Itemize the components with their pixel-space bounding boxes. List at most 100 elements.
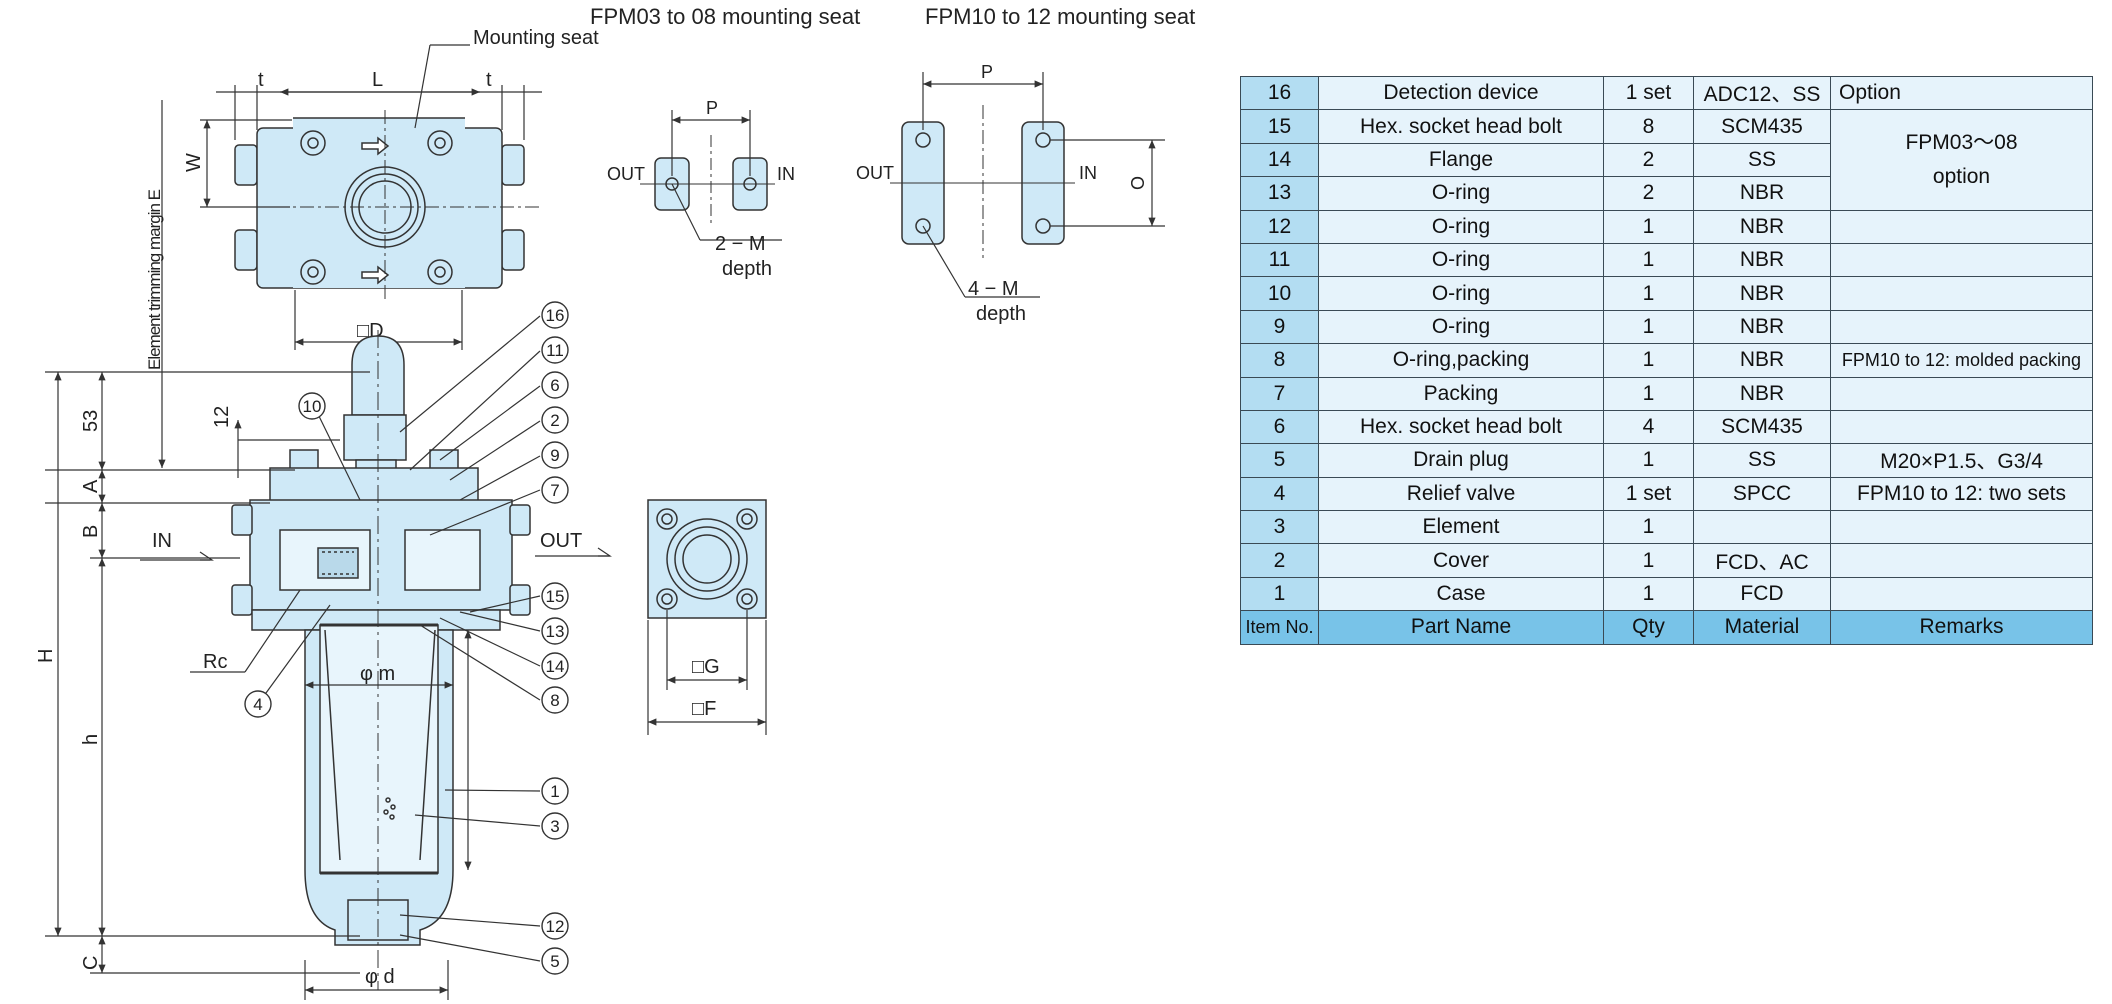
seat-small-dims bbox=[671, 110, 782, 241]
part-name: Detection device bbox=[1318, 75, 1604, 111]
qty: 4 bbox=[1603, 409, 1694, 445]
dim-t-right: t bbox=[486, 69, 492, 91]
part-name: Drain plug bbox=[1318, 443, 1604, 478]
seat-large-in: IN bbox=[1079, 163, 1097, 183]
item-no: 7 bbox=[1240, 376, 1319, 411]
item-no: 3 bbox=[1240, 510, 1319, 545]
material: NBR bbox=[1693, 343, 1831, 378]
table-row: 8 O-ring,packing 1 NBR FPM10 to 12: mold… bbox=[1240, 343, 2093, 378]
dim-53: 53 bbox=[80, 410, 102, 432]
remarks bbox=[1830, 409, 2093, 445]
item-no: 12 bbox=[1240, 209, 1319, 244]
inlet-label: IN bbox=[152, 530, 172, 552]
material: NBR bbox=[1693, 209, 1831, 244]
table-row: 7 Packing 1 NBR bbox=[1240, 376, 2093, 411]
qty: 2 bbox=[1603, 142, 1694, 178]
remarks-merged: FPM03～08 option bbox=[1830, 109, 2093, 211]
callout-12: 12 bbox=[546, 917, 565, 936]
dim-phi-d: φ d bbox=[365, 966, 395, 988]
seat-large-dims bbox=[922, 72, 1165, 298]
header-part-name: Part Name bbox=[1318, 610, 1604, 645]
item-no: 2 bbox=[1240, 543, 1319, 578]
remarks bbox=[1830, 510, 2093, 545]
table-row: 1 Case 1 FCD bbox=[1240, 576, 2093, 612]
callout-9: 9 bbox=[550, 446, 559, 465]
part-name: Case bbox=[1318, 576, 1604, 612]
remarks: FPM10 to 12: two sets bbox=[1830, 476, 2093, 512]
remarks: M20×P1.5、G3/4 bbox=[1830, 443, 2093, 478]
item-no: 15 bbox=[1240, 109, 1319, 144]
qty: 1 set bbox=[1603, 476, 1694, 512]
item-no: 8 bbox=[1240, 343, 1319, 378]
part-name: O-ring bbox=[1318, 309, 1604, 345]
qty: 1 bbox=[1603, 343, 1694, 378]
table-row: 6 Hex. socket head bolt 4 SCM435 bbox=[1240, 409, 2093, 445]
qty: 1 bbox=[1603, 242, 1694, 278]
part-name: Packing bbox=[1318, 376, 1604, 411]
material: SS bbox=[1693, 443, 1831, 478]
qty: 1 bbox=[1603, 510, 1694, 545]
remarks-merged-line1: FPM03～08 bbox=[1905, 130, 2018, 154]
table-row: 12 O-ring 1 NBR bbox=[1240, 209, 2093, 244]
remarks-merged-line2: option bbox=[1932, 164, 1991, 188]
dim-L: L bbox=[372, 69, 383, 91]
side-view-dimensions bbox=[45, 100, 612, 1000]
material: SS bbox=[1693, 142, 1831, 178]
material: NBR bbox=[1693, 376, 1831, 411]
top-view-dimensions bbox=[200, 44, 542, 350]
seat-small-title: FPM03 to 08 mounting seat bbox=[590, 4, 860, 29]
seat-large-screw: 4 − M bbox=[968, 278, 1019, 300]
parts-table: 16 Detection device 1 set ADC12、SS Optio… bbox=[1240, 75, 2093, 645]
qty: 8 bbox=[1603, 109, 1694, 144]
dim-12: 12 bbox=[211, 406, 233, 428]
item-no: 10 bbox=[1240, 276, 1319, 311]
part-name: Cover bbox=[1318, 543, 1604, 578]
seat-small bbox=[640, 135, 775, 225]
table-row: 4 Relief valve 1 set SPCC FPM10 to 12: t… bbox=[1240, 476, 2093, 512]
qty: 1 bbox=[1603, 209, 1694, 244]
remarks: FPM10 to 12: molded packing bbox=[1830, 343, 2093, 378]
header-remarks: Remarks bbox=[1830, 610, 2093, 645]
seat-small-out: OUT bbox=[607, 164, 645, 184]
callout-2: 2 bbox=[550, 411, 559, 430]
seat-small-P: P bbox=[706, 98, 718, 118]
item-no: 1 bbox=[1240, 576, 1319, 612]
qty: 1 bbox=[1603, 576, 1694, 612]
remarks bbox=[1830, 209, 2093, 244]
part-name: O-ring bbox=[1318, 242, 1604, 278]
material: SCM435 bbox=[1693, 409, 1831, 445]
part-name: Flange bbox=[1318, 142, 1604, 178]
header-qty: Qty bbox=[1603, 610, 1694, 645]
qty: 1 set bbox=[1603, 75, 1694, 111]
material: SPCC bbox=[1693, 476, 1831, 512]
item-no: 6 bbox=[1240, 409, 1319, 445]
qty: 1 bbox=[1603, 543, 1694, 578]
part-name: O-ring bbox=[1318, 176, 1604, 211]
table-row: 10 O-ring 1 NBR bbox=[1240, 276, 2093, 311]
item-no: 16 bbox=[1240, 75, 1319, 111]
technical-drawing: FPM03 to 08 mounting seat FPM10 to 12 mo… bbox=[35, 4, 1195, 1000]
dim-W: W bbox=[183, 153, 205, 172]
part-name: Hex. socket head bolt bbox=[1318, 109, 1604, 144]
part-name: Hex. socket head bolt bbox=[1318, 409, 1604, 445]
table-row: 2 Cover 1 FCD、AC bbox=[1240, 543, 2093, 578]
table-row: 5 Drain plug 1 SS M20×P1.5、G3/4 bbox=[1240, 443, 2093, 478]
table-row: 9 O-ring 1 NBR bbox=[1240, 309, 2093, 345]
material: SCM435 bbox=[1693, 109, 1831, 144]
element-margin-label: Element trimming margin E bbox=[145, 189, 164, 370]
item-no: 9 bbox=[1240, 309, 1319, 345]
table-header-row: Item No. Part Name Qty Material Remarks bbox=[1240, 610, 2093, 645]
callout-14: 14 bbox=[546, 657, 565, 676]
header-item-no: Item No. bbox=[1240, 610, 1319, 645]
seat-large-title: FPM10 to 12 mounting seat bbox=[925, 4, 1195, 29]
dim-A: A bbox=[80, 479, 102, 493]
item-no: 11 bbox=[1240, 242, 1319, 278]
seat-large bbox=[890, 105, 1075, 258]
qty: 1 bbox=[1603, 309, 1694, 345]
remarks bbox=[1830, 376, 2093, 411]
part-name: Element bbox=[1318, 510, 1604, 545]
seat-large-P: P bbox=[981, 62, 993, 82]
header-material: Material bbox=[1693, 610, 1831, 645]
table-row: 16 Detection device 1 set ADC12、SS Optio… bbox=[1240, 75, 2093, 111]
remarks bbox=[1830, 276, 2093, 311]
